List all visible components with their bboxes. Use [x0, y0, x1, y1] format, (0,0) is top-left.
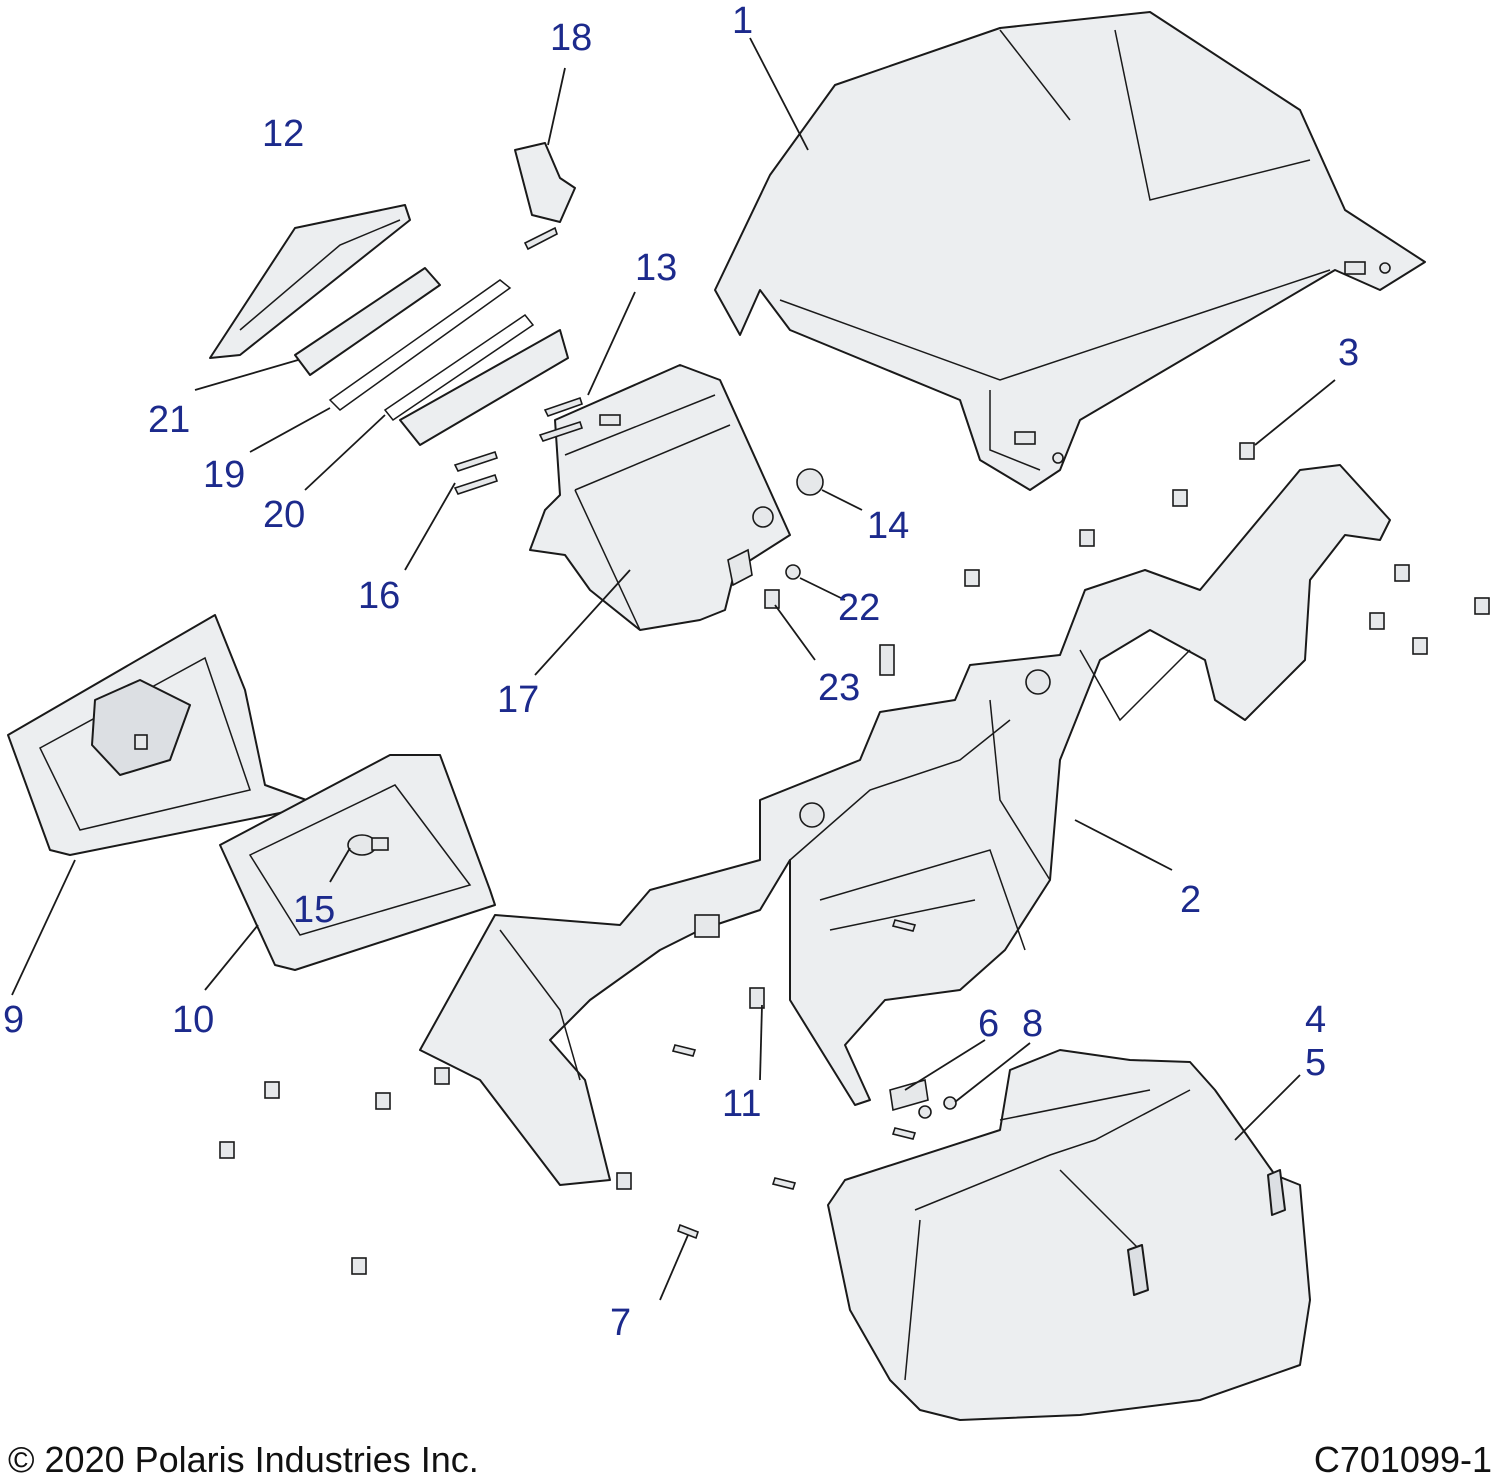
callout-17: 17	[497, 679, 539, 721]
part-19-gasket	[328, 279, 512, 411]
part-20-gasket	[383, 313, 535, 422]
callout-20: 20	[263, 494, 305, 536]
part-20-filter-plate	[399, 329, 569, 446]
callout-2: 2	[1180, 879, 1201, 921]
callout-12: 12	[262, 113, 304, 155]
callout-19: 19	[203, 454, 245, 496]
fasteners	[219, 226, 1490, 1275]
part-4-5-storage-bin	[827, 1049, 1311, 1421]
callout-16: 16	[358, 575, 400, 617]
callout-8: 8	[1022, 1003, 1043, 1045]
drawing-number: C701099-1	[1314, 1439, 1492, 1480]
callout-11: 11	[722, 1083, 761, 1125]
callout-18: 18	[550, 17, 592, 59]
part-17-center-box	[529, 364, 791, 631]
callout-22: 22	[838, 587, 880, 629]
leader-lines	[11, 37, 1336, 1301]
part-21-filter-cover	[209, 204, 411, 359]
callout-10: 10	[172, 999, 214, 1041]
callout-5: 5	[1305, 1042, 1326, 1084]
callout-9: 9	[3, 999, 24, 1041]
part-21-filter	[294, 267, 441, 376]
callout-7: 7	[610, 1302, 631, 1344]
part-2-dash-panel	[166, 464, 1391, 1186]
callout-3: 3	[1338, 332, 1359, 374]
callout-15: 15	[293, 889, 335, 931]
part-15-latch	[347, 834, 389, 856]
part-18-clip	[514, 142, 576, 223]
callout-21: 21	[148, 399, 190, 441]
copyright-text: © 2020 Polaris Industries Inc.	[8, 1439, 479, 1480]
callout-23: 23	[818, 667, 860, 709]
callout-labels: 1 2 3 4 5 6 7 8 9 10 11 12 13 14 15 16 1…	[3, 0, 1359, 1344]
part-9-glovebox-door	[7, 614, 321, 856]
callout-14: 14	[867, 505, 909, 547]
part-10-door-frame	[219, 754, 496, 971]
callout-1: 1	[732, 0, 753, 42]
part-1-dash-cover	[714, 11, 1426, 491]
callout-4: 4	[1305, 999, 1326, 1041]
callout-6: 6	[978, 1003, 999, 1045]
callout-13: 13	[635, 247, 677, 289]
